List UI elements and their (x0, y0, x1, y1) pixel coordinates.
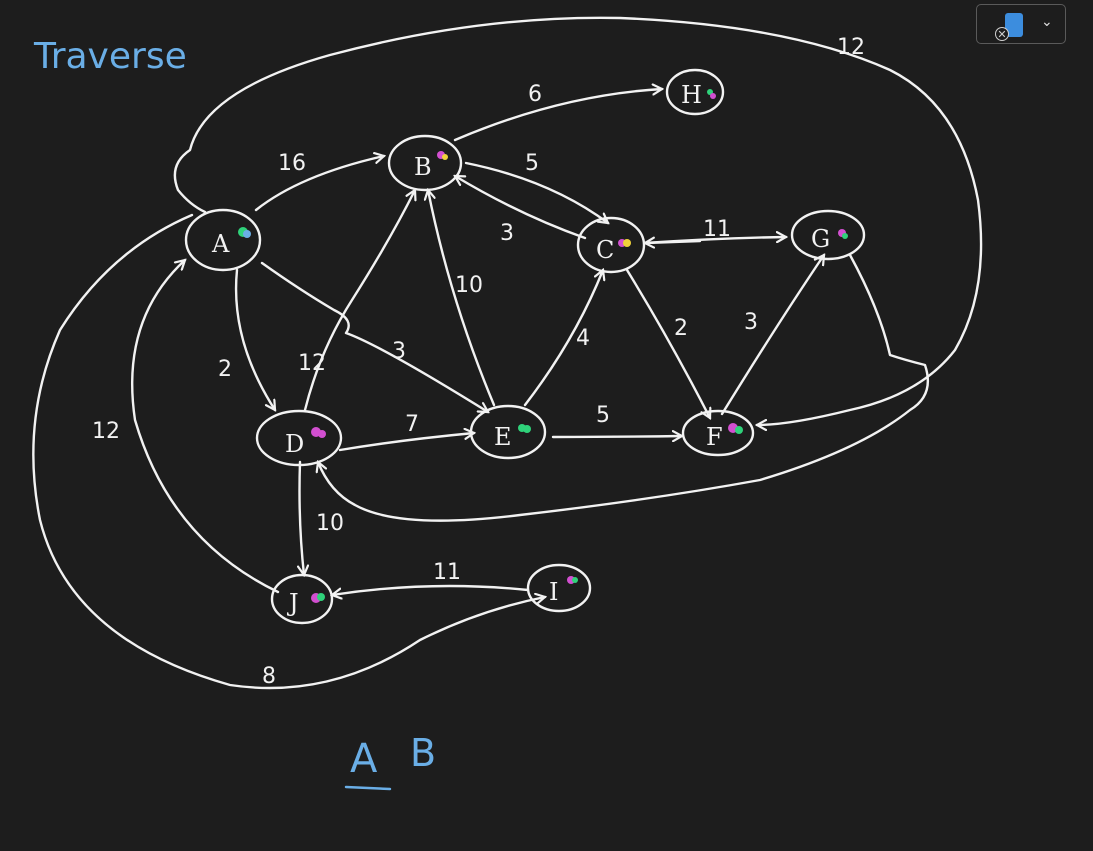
edge-a-i (32, 213, 545, 690)
edge-a-d (234, 268, 275, 410)
weight-d-e: 7 (405, 412, 419, 437)
node-label-i: I (549, 578, 558, 606)
edge-g-c-head (645, 241, 702, 243)
pen-icon (1005, 13, 1023, 37)
weight-c-b: 3 (500, 221, 514, 246)
pen-button[interactable]: ✕ (995, 11, 1027, 41)
weight-a-b: 16 (278, 151, 306, 176)
edge-e-b (428, 190, 496, 407)
node-f[interactable]: F (681, 409, 755, 457)
node-label-c: C (596, 236, 614, 264)
edge-i-j (332, 584, 530, 595)
chevron-down-icon[interactable]: ⌄ (1041, 14, 1053, 30)
edge-j-a (131, 260, 280, 594)
weight-e-f: 5 (596, 403, 610, 428)
node-label-e: E (494, 423, 512, 451)
weight-c-f: 2 (674, 316, 688, 341)
weight-d-b: 12 (298, 351, 326, 376)
weight-j-a: 12 (92, 419, 120, 444)
weight-b-h: 6 (528, 82, 542, 107)
node-e[interactable]: E (469, 404, 547, 460)
node-i[interactable]: I (526, 563, 592, 613)
pen-toolbar[interactable]: ✕ ⌄ (976, 4, 1066, 44)
edge-g-d (318, 253, 930, 522)
node-g[interactable]: G (790, 209, 866, 261)
node-label-j: J (286, 589, 299, 617)
edge-d-b (303, 190, 415, 412)
node-b[interactable]: B (387, 134, 463, 192)
weight-f-g: 3 (744, 310, 758, 335)
weight-d-j: 10 (316, 511, 344, 536)
weight-b-c: 5 (525, 151, 539, 176)
weights-layer: 16 2 3 8 12 6 5 3 11 2 12 7 10 10 4 5 3 … (92, 35, 865, 689)
weight-a-e: 3 (392, 339, 406, 364)
weight-a-i: 8 (262, 664, 276, 689)
node-label-d: D (285, 430, 304, 458)
weight-a-d: 2 (218, 357, 232, 382)
weight-e-b: 10 (455, 273, 483, 298)
nodes-layer: A B C D E F G (184, 68, 866, 625)
weight-c-g: 11 (703, 217, 731, 242)
node-a[interactable]: A (184, 208, 262, 272)
title-text: Traverse (33, 36, 187, 77)
node-h[interactable]: H (665, 68, 725, 116)
node-label-g: G (811, 225, 830, 253)
edge-a-b (254, 156, 384, 212)
edge-f-g (720, 255, 824, 416)
edge-d-e (338, 433, 474, 452)
edge-a-f (173, 16, 983, 425)
edge-a-e (260, 261, 488, 414)
node-label-h: H (681, 81, 702, 109)
close-icon[interactable]: ✕ (995, 27, 1009, 41)
node-j[interactable]: J (270, 573, 334, 625)
weight-e-c: 4 (576, 326, 590, 351)
edge-c-f (625, 268, 710, 418)
weight-a-f: 12 (837, 35, 865, 60)
edge-c-b (455, 174, 587, 240)
edge-e-f (551, 436, 682, 437)
weight-i-j: 11 (433, 560, 461, 585)
edge-b-c (464, 161, 608, 223)
footer-letter-a: A (350, 736, 378, 782)
edge-b-h (453, 89, 662, 142)
node-d[interactable]: D (255, 409, 343, 467)
node-c[interactable]: C (576, 216, 646, 274)
node-label-a: A (211, 230, 230, 258)
footer-letter-b: B (410, 731, 436, 775)
node-label-f: F (706, 423, 723, 451)
footer-underline (344, 785, 392, 791)
node-label-b: B (414, 153, 432, 181)
edge-d-j (300, 460, 305, 575)
edges-layer (32, 16, 983, 690)
edge-e-c (523, 270, 603, 407)
